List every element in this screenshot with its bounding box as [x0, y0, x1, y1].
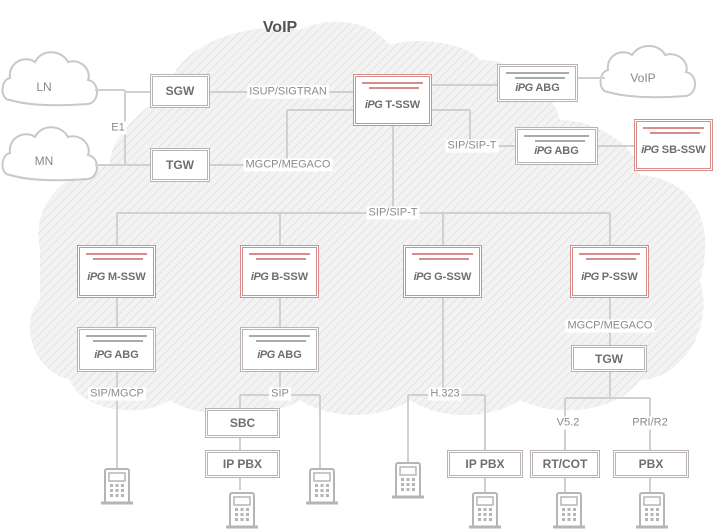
node-abg-m: iPG ABG [77, 327, 156, 372]
node-sbc: SBC [205, 408, 280, 438]
node-abg-top: iPG ABG [497, 64, 578, 102]
node-b-ssw: iPG B-SSW [240, 245, 319, 298]
ipg-logo: iPG [94, 348, 112, 361]
diagram-title: VoIP [262, 19, 298, 36]
node-tgw: TGW [150, 148, 210, 182]
node-abg-label: ABG [535, 82, 560, 94]
ipg-logo: iPG [534, 145, 552, 157]
node-abg-label: ABG [554, 145, 579, 157]
ipg-logo: iPG [515, 82, 533, 94]
node-ip-pbx-left: IP PBX [205, 450, 280, 478]
link-label-mgcp-megaco-right: MGCP/MEGACO [565, 319, 655, 333]
phone-icon [224, 491, 260, 529]
node-rt-cot-label: RT/COT [542, 457, 588, 471]
node-t-ssw: iPG T-SSW [353, 74, 432, 126]
cloud-ln-label: LN [36, 80, 52, 94]
cloud-mn-shape [1, 126, 98, 182]
phone-icon [99, 467, 135, 505]
node-sbc-label: SBC [229, 416, 256, 430]
ipg-logo: iPG [364, 99, 383, 111]
link-label-sip: SIP [269, 387, 291, 401]
node-ip-pbx-left-label: IP PBX [222, 457, 263, 471]
node-tgw-label: TGW [166, 158, 194, 172]
node-t-ssw-label: T-SSW [385, 99, 421, 111]
node-ip-pbx-right-label: IP PBX [465, 457, 505, 471]
phone-icon [467, 491, 503, 529]
phone-icon [634, 491, 670, 529]
link-label-sip-mgcp: SIP/MGCP [88, 387, 146, 401]
node-g-ssw-label: G-SSW [434, 270, 472, 283]
link-label-h323: H.323 [428, 387, 462, 401]
cloud-voip-label: VoIP [630, 71, 656, 85]
node-b-ssw-label: B-SSW [271, 270, 309, 283]
link-label-e1: E1 [109, 121, 127, 135]
phone-icon [390, 461, 426, 499]
phone-icon [551, 491, 587, 529]
node-p-ssw-label: P-SSW [601, 270, 638, 283]
ipg-logo: iPG [641, 144, 659, 156]
node-sb-ssw-label: SB-SSW [661, 144, 706, 156]
node-sgw-label: SGW [165, 84, 195, 98]
node-m-ssw-label: M-SSW [107, 270, 146, 283]
node-tgw-right-label: TGW [595, 351, 623, 366]
node-rt-cot: RT/COT [530, 450, 600, 478]
node-sgw: SGW [150, 74, 210, 108]
link-label-sip-sipt-right: SIP/SIP-T [445, 139, 499, 153]
ipg-logo: iPG [581, 270, 599, 283]
node-abg-b: iPG ABG [240, 327, 319, 372]
node-abg-mid: iPG ABG [515, 127, 598, 165]
node-m-ssw: iPG M-SSW [77, 245, 156, 298]
node-g-ssw: iPG G-SSW [403, 245, 482, 298]
node-p-ssw: iPG P-SSW [570, 245, 649, 298]
link-label-pri-r2: PRI/R2 [630, 416, 670, 430]
node-tgw-right: TGW [571, 345, 647, 372]
node-pbx-label: PBX [638, 457, 664, 471]
ipg-logo: iPG [250, 270, 269, 283]
cloud-voip-shape [599, 45, 696, 99]
node-sb-ssw: iPG SB-SSW [634, 119, 713, 171]
link-label-isup: ISUP/SIGTRAN [247, 85, 329, 99]
phone-icon [304, 467, 340, 505]
link-label-mgcp-megaco-top: MGCP/MEGACO [243, 158, 333, 172]
cloud-ln-shape [1, 51, 98, 107]
node-abg-label: ABG [277, 348, 302, 361]
node-abg-label: ABG [114, 348, 139, 361]
link-label-v52: V5.2 [554, 416, 582, 430]
node-pbx: PBX [613, 450, 689, 478]
ipg-logo: iPG [413, 270, 432, 283]
ipg-logo: iPG [87, 270, 105, 283]
link-label-sip-sipt-bus: SIP/SIP-T [366, 206, 420, 220]
ipg-logo: iPG [257, 348, 275, 361]
node-ip-pbx-right: IP PBX [447, 450, 523, 478]
cloud-mn-label: MN [34, 154, 54, 168]
